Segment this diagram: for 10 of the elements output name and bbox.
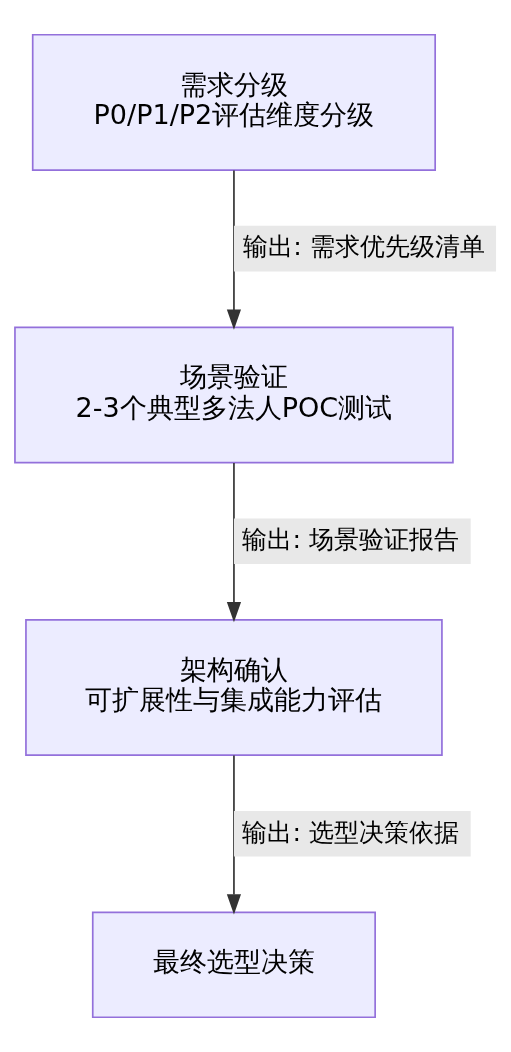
arrow [226,754,242,915]
node-box: 场景验证 2-3个典型多法人POC测试 [14,326,454,464]
arrow [226,462,242,623]
edge-label: 输出: 选型决策依据 [242,816,459,847]
node-box: 最终选型决策 [91,911,376,1019]
node-box: 需求分级 P0/P1/P2评估维度分级 [31,33,436,171]
edge-label: 输出: 需求优先级清单 [243,231,485,262]
node-box: 架构确认 可扩展性与集成能力评估 [25,619,443,756]
edge-label: 输出: 场景验证报告 [242,523,459,554]
arrow [226,169,242,330]
